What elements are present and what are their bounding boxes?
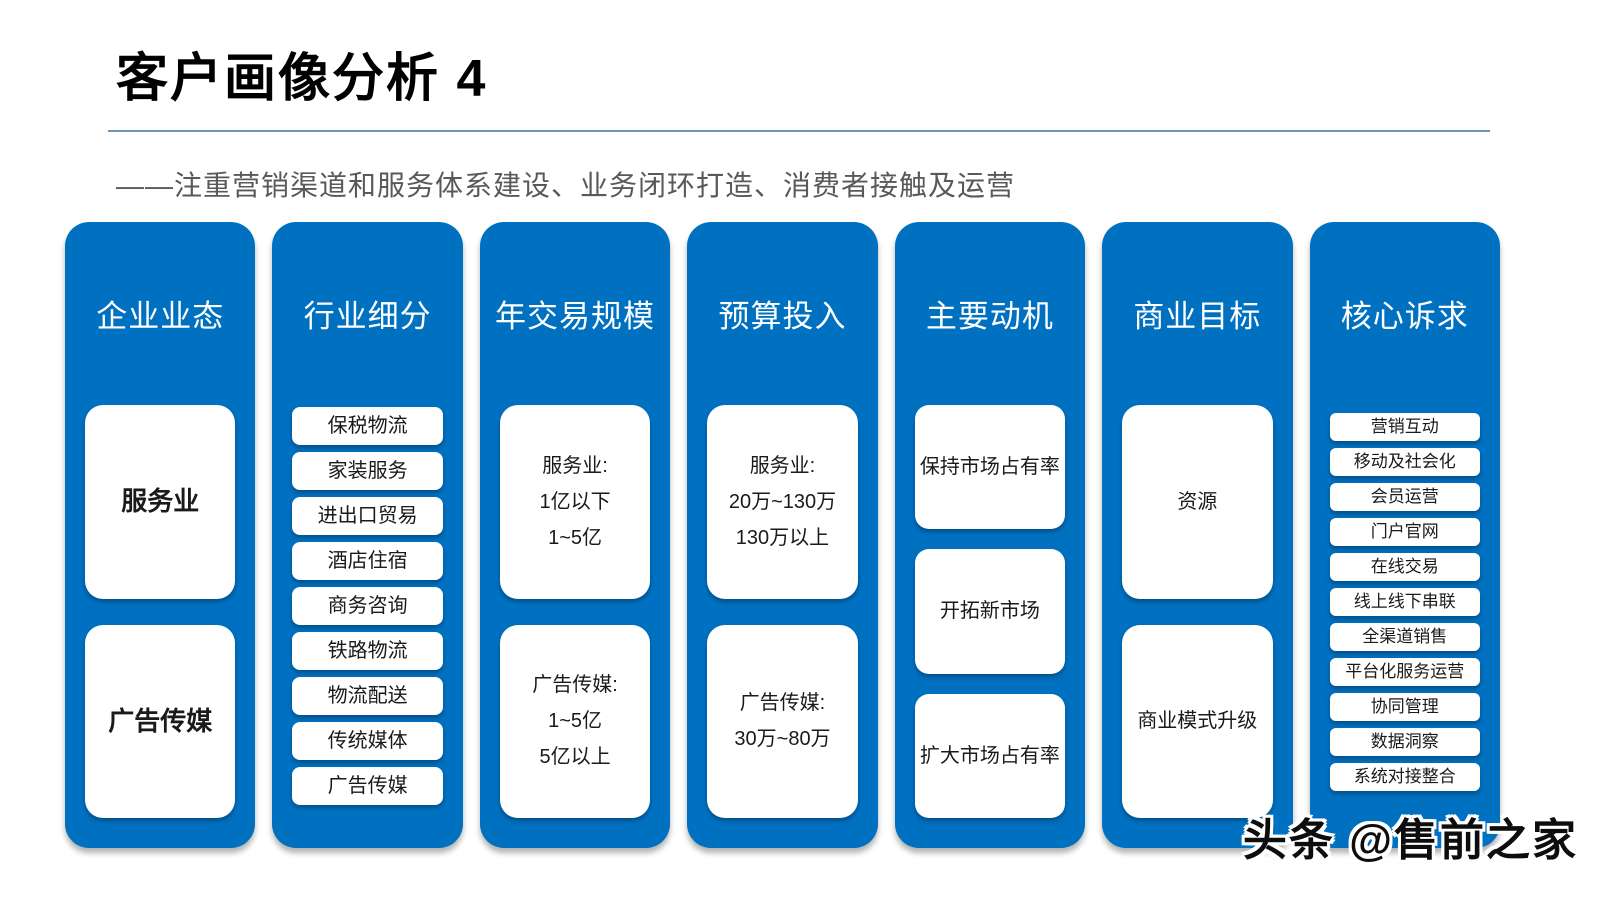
column-body: 服务业广告传媒 (65, 405, 255, 848)
card: 保税物流 (292, 407, 443, 445)
card-text: 家装服务 (327, 460, 408, 482)
card: 商业模式升级 (1122, 624, 1273, 818)
card-text: 数据洞察 (1370, 731, 1439, 751)
card-text: 30万~80万 (734, 728, 831, 751)
page-title: 客户画像分析 4 (116, 50, 488, 108)
card-text: 5亿以上 (539, 746, 611, 769)
card-text: 门户官网 (1370, 521, 1439, 541)
card-text: 营销互动 (1370, 416, 1439, 436)
card: 酒店住宿 (292, 542, 443, 580)
card: 门户官网 (1329, 518, 1480, 546)
column-main-motivation: 主要动机保持市场占有率开拓新市场扩大市场占有率 (894, 222, 1086, 848)
watermark: 头条 @售前之家 (1242, 816, 1578, 865)
card: 广告传媒 (85, 624, 236, 818)
card-text: 平台化服务运营 (1345, 661, 1465, 681)
card-text: 系统对接整合 (1353, 766, 1456, 786)
column-body: 服务业: 20万~130万 130万以上广告传媒: 30万~80万 (687, 405, 877, 848)
card-text: 资源 (1177, 490, 1218, 513)
column-body: 保税物流家装服务进出口贸易酒店住宿商务咨询铁路物流物流配送传统媒体广告传媒 (272, 405, 462, 848)
card-text: 在线交易 (1370, 556, 1439, 576)
card: 家装服务 (292, 452, 443, 490)
card: 资源 (1122, 405, 1273, 599)
column-body: 保持市场占有率开拓新市场扩大市场占有率 (895, 405, 1085, 848)
card-text: 广告传媒 (327, 775, 408, 797)
column-header-main-motivation: 主要动机 (925, 299, 1054, 334)
column-header-business-goal: 商业目标 (1133, 299, 1262, 334)
column-header-annual-transaction-scale: 年交易规模 (495, 299, 656, 334)
card: 进出口贸易 (292, 497, 443, 535)
card-text: 商业模式升级 (1137, 710, 1258, 733)
column-header-budget-investment: 预算投入 (718, 299, 847, 334)
column-budget-investment: 预算投入服务业: 20万~130万 130万以上广告传媒: 30万~80万 (687, 222, 878, 848)
card-text: 传统媒体 (327, 730, 408, 752)
column-business-goal: 商业目标资源商业模式升级 (1102, 222, 1293, 848)
card-text: 1~5亿 (548, 526, 603, 549)
card-text: 20万~130万 (728, 490, 837, 513)
card-text: 线上线下串联 (1353, 591, 1456, 611)
column-core-demands: 核心诉求营销互动移动及社会化会员运营门户官网在线交易线上线下串联全渠道销售平台化… (1309, 222, 1500, 848)
card: 移动及社会化 (1329, 448, 1480, 476)
card: 全渠道销售 (1329, 623, 1480, 651)
card: 服务业 (85, 405, 236, 599)
card-text: 物流配送 (327, 685, 408, 707)
card-text: 铁路物流 (327, 640, 408, 662)
card-text: 全渠道销售 (1362, 626, 1448, 646)
card: 保持市场占有率 (914, 405, 1066, 530)
card: 数据洞察 (1329, 728, 1480, 756)
card-text: 广告传媒 (108, 705, 213, 736)
title-divider (108, 130, 1490, 132)
page-subtitle: ——注重营销渠道和服务体系建设、业务闭环打造、消费者接触及运营 (116, 170, 1016, 201)
card: 在线交易 (1329, 553, 1480, 581)
column-industry-segment: 行业细分保税物流家装服务进出口贸易酒店住宿商务咨询铁路物流物流配送传统媒体广告传… (272, 222, 463, 848)
card-text: 移动及社会化 (1353, 451, 1456, 471)
card: 服务业: 20万~130万 130万以上 (707, 405, 858, 599)
card-text: 扩大市场占有率 (919, 744, 1060, 767)
column-header-core-demands: 核心诉求 (1340, 299, 1469, 334)
card: 会员运营 (1329, 483, 1480, 511)
column-business-type: 企业业态服务业广告传媒 (65, 222, 256, 848)
card: 服务业: 1亿以下 1~5亿 (499, 405, 651, 599)
card-text: 广告传媒: (532, 674, 618, 697)
card: 开拓新市场 (914, 549, 1066, 674)
card-text: 服务业: (542, 454, 608, 477)
card: 扩大市场占有率 (914, 693, 1066, 818)
card-text: 广告传媒: (739, 692, 826, 715)
card: 铁路物流 (292, 632, 443, 670)
card-text: 服务业 (121, 486, 200, 517)
column-header-business-type: 企业业态 (96, 299, 225, 334)
card: 广告传媒 (292, 767, 443, 805)
card-text: 协同管理 (1370, 696, 1439, 716)
card-text: 1亿以下 (539, 490, 611, 513)
card-text: 酒店住宿 (327, 550, 408, 572)
column-body: 营销互动移动及社会化会员运营门户官网在线交易线上线下串联全渠道销售平台化服务运营… (1310, 405, 1500, 848)
card: 系统对接整合 (1329, 763, 1480, 791)
columns: 企业业态服务业广告传媒行业细分保税物流家装服务进出口贸易酒店住宿商务咨询铁路物流… (65, 222, 1500, 848)
card-text: 进出口贸易 (317, 505, 418, 527)
card-text: 130万以上 (735, 526, 830, 549)
card-text: 保持市场占有率 (919, 456, 1060, 479)
card: 线上线下串联 (1329, 588, 1480, 616)
column-header-industry-segment: 行业细分 (303, 299, 432, 334)
card-text: 商务咨询 (327, 595, 408, 617)
card: 协同管理 (1329, 693, 1480, 721)
card: 广告传媒: 30万~80万 (707, 624, 858, 818)
card-text: 保税物流 (327, 415, 408, 437)
card-text: 服务业: (749, 454, 816, 477)
card: 物流配送 (292, 677, 443, 715)
card-text: 会员运营 (1370, 486, 1439, 506)
card: 广告传媒: 1~5亿 5亿以上 (499, 624, 651, 818)
card: 传统媒体 (292, 722, 443, 760)
card: 平台化服务运营 (1329, 658, 1480, 686)
card-text: 1~5亿 (548, 710, 603, 733)
card-text: 开拓新市场 (939, 600, 1040, 623)
card: 营销互动 (1329, 413, 1480, 441)
column-body: 资源商业模式升级 (1102, 405, 1292, 848)
card: 商务咨询 (292, 587, 443, 625)
